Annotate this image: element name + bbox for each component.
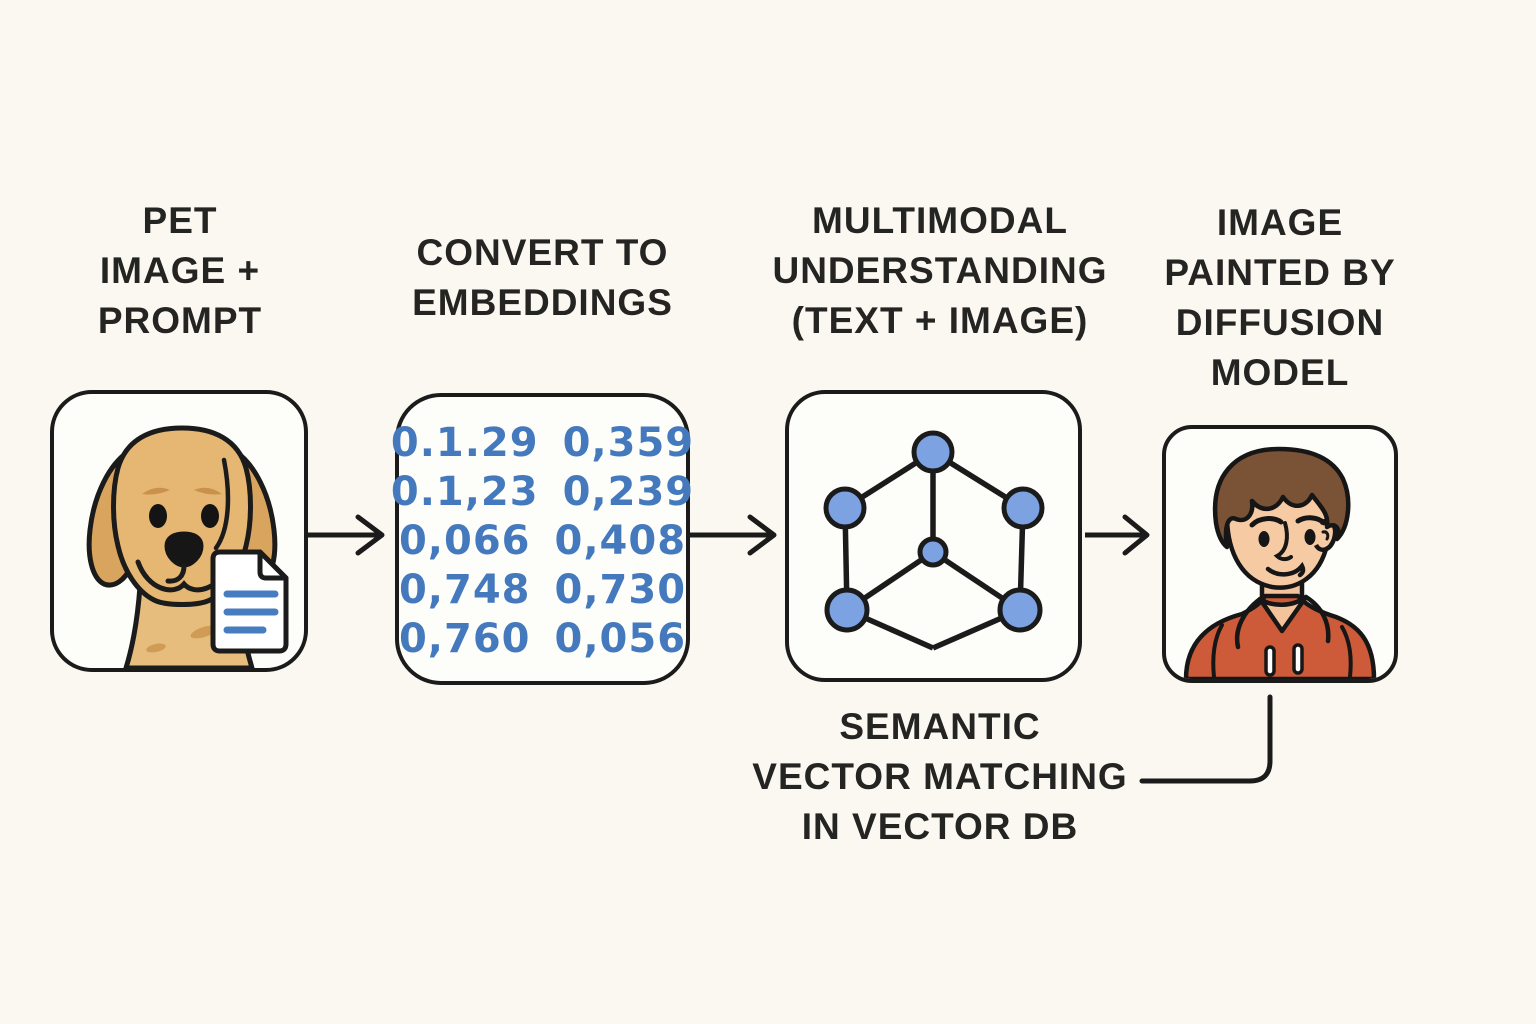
embedding-value: 0,730 [554,567,687,613]
document-icon [210,549,289,654]
graph-node [997,587,1043,633]
embedding-value: 0.1,23 [390,469,539,515]
title-line: CONVERT TO [416,232,669,273]
embedding-row: 0,748 0,730 [399,566,686,615]
stage-title-multimodal: MULTIMODAL UNDERSTANDING (TEXT + IMAGE) [745,196,1135,346]
label-line: VECTOR MATCHING [752,756,1128,797]
arrow-icon [306,514,385,556]
arrow-icon [688,514,777,556]
text-lines-icon [223,590,279,634]
title-line: MULTIMODAL [812,200,1068,241]
graph-node [911,430,955,474]
stage-title-diffusion-output: IMAGE PAINTED BY DIFFUSION MODEL [1135,198,1425,398]
embedding-value: 0,056 [554,616,687,662]
title-line: PAINTED BY [1164,252,1396,293]
flow-box-embeddings: 0.1.29 0,359 0.1,23 0,239 0,066 0,408 0,… [391,393,693,685]
title-line: EMBEDDINGS [412,282,673,323]
title-line: IMAGE + [99,250,261,291]
graph-node [823,486,867,530]
embedding-value: 0,359 [562,420,695,466]
label-line: IN VECTOR DB [801,806,1079,847]
arrow-icon [1085,514,1150,556]
title-line: IMAGE [1216,202,1344,243]
bottom-label-semantic-matching: SEMANTIC VECTOR MATCHING IN VECTOR DB [740,702,1140,852]
person-portrait-illustration [1183,446,1377,679]
label-line: SEMANTIC [839,706,1041,747]
stage-title-embeddings: CONVERT TO EMBEDDINGS [385,228,700,328]
embedding-values: 0.1.29 0,359 0.1,23 0,239 0,066 0,408 0,… [391,419,693,664]
connector-line [1139,694,1273,784]
graph-node [1001,486,1045,530]
embedding-value: 0.1.29 [390,420,539,466]
embedding-row: 0,760 0,056 [399,615,686,664]
embedding-value: 0,760 [398,616,531,662]
title-line: MODEL [1210,352,1350,393]
vector-graph-icon [823,430,1045,651]
flow-box-diffusion-output [1162,425,1398,683]
stage-title-pet-input: PET IMAGE + PROMPT [40,196,320,346]
embedding-row: 0.1.29 0,359 [391,419,694,468]
embedding-value: 0,408 [554,518,687,564]
title-line: DIFFUSION [1175,302,1385,343]
flow-box-pet-input [50,390,308,672]
embedding-row: 0,066 0,408 [399,517,686,566]
embedding-row: 0.1,23 0,239 [391,468,694,517]
dog-illustration [86,425,289,668]
flow-box-multimodal [785,390,1082,682]
title-line: PET [142,200,218,241]
embedding-value: 0,066 [398,518,531,564]
embedding-value: 0,748 [398,567,531,613]
embedding-value: 0,239 [562,469,695,515]
graph-node [917,536,949,568]
title-line: PROMPT [97,300,263,341]
title-line: (TEXT + IMAGE) [791,300,1089,341]
graph-node [824,587,870,633]
title-line: UNDERSTANDING [772,250,1108,291]
